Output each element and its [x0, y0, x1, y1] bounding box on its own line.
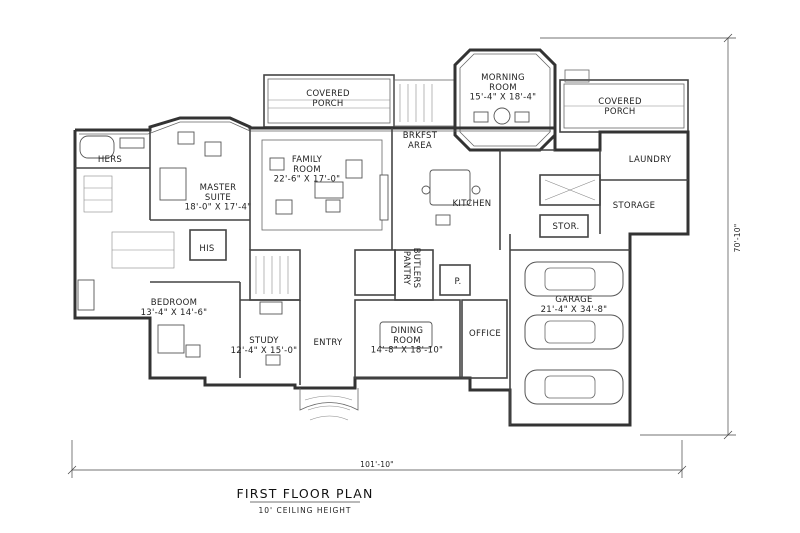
plan-subtitle: 10' CEILING HEIGHT — [259, 506, 352, 515]
room-label-his: HIS — [199, 244, 214, 254]
car-2 — [524, 314, 624, 350]
room-label-entry: ENTRY — [314, 338, 343, 348]
car-3 — [524, 369, 624, 405]
overall-depth-label: 70'-10" — [733, 224, 742, 253]
garage-cars — [524, 261, 624, 405]
house-walls — [73, 116, 690, 427]
car-1 — [524, 261, 624, 297]
room-label-office: OFFICE — [469, 329, 501, 339]
room-label-laundry: LAUNDRY — [629, 155, 672, 165]
room-label-kitchen: KITCHEN — [453, 199, 492, 209]
room-label-pantry-p: P. — [454, 277, 461, 287]
dimension-lines — [67, 33, 736, 478]
room-label-butlers-pantry: BUTLERSPANTRY — [401, 248, 421, 289]
overall-width-label: 101'-10" — [360, 460, 394, 469]
plan-title: FIRST FLOOR PLAN — [236, 486, 373, 501]
room-label-storage: STORAGE — [613, 201, 656, 211]
room-label-hers: HERS — [98, 155, 122, 165]
room-label-stor: STOR. — [552, 222, 579, 232]
